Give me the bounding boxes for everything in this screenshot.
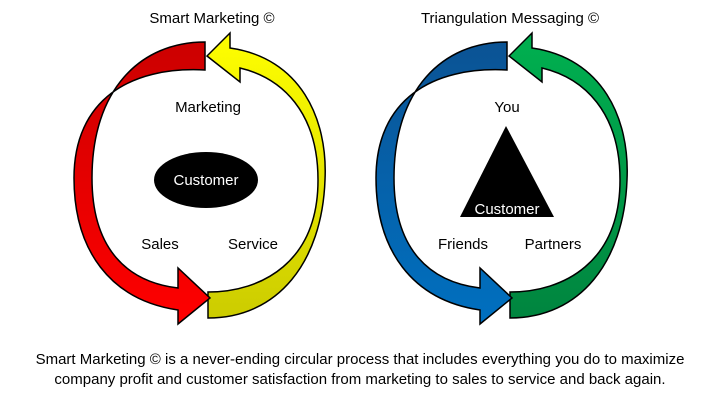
blue-arc-arrow (375, 41, 514, 326)
you-label: You (494, 99, 519, 116)
smart-marketing-title: Smart Marketing © (149, 10, 274, 27)
sales-label: Sales (141, 236, 179, 253)
red-arc-arrow (73, 41, 212, 326)
friends-label: Friends (438, 236, 488, 253)
partners-label: Partners (525, 236, 582, 253)
triangulation-messaging-title: Triangulation Messaging © (421, 10, 599, 27)
triangulation-messaging-diagram: Triangulation Messaging © You Friends Pa… (375, 10, 628, 326)
yellow-arc-arrow (205, 31, 326, 319)
marketing-label: Marketing (175, 99, 241, 116)
customer-ellipse (154, 152, 258, 208)
smart-marketing-diagram: Smart Marketing © Marketing Sales Servic… (73, 10, 326, 326)
cycle-diagrams: Smart Marketing © Marketing Sales Servic… (73, 10, 628, 326)
customer-triangle (460, 126, 554, 217)
service-label: Service (228, 236, 278, 253)
customer-triangle-label: Customer (474, 201, 539, 218)
green-arc-arrow (507, 31, 628, 319)
caption-text: Smart Marketing © is a never-ending circ… (35, 351, 685, 388)
customer-ellipse-label: Customer (173, 172, 238, 189)
